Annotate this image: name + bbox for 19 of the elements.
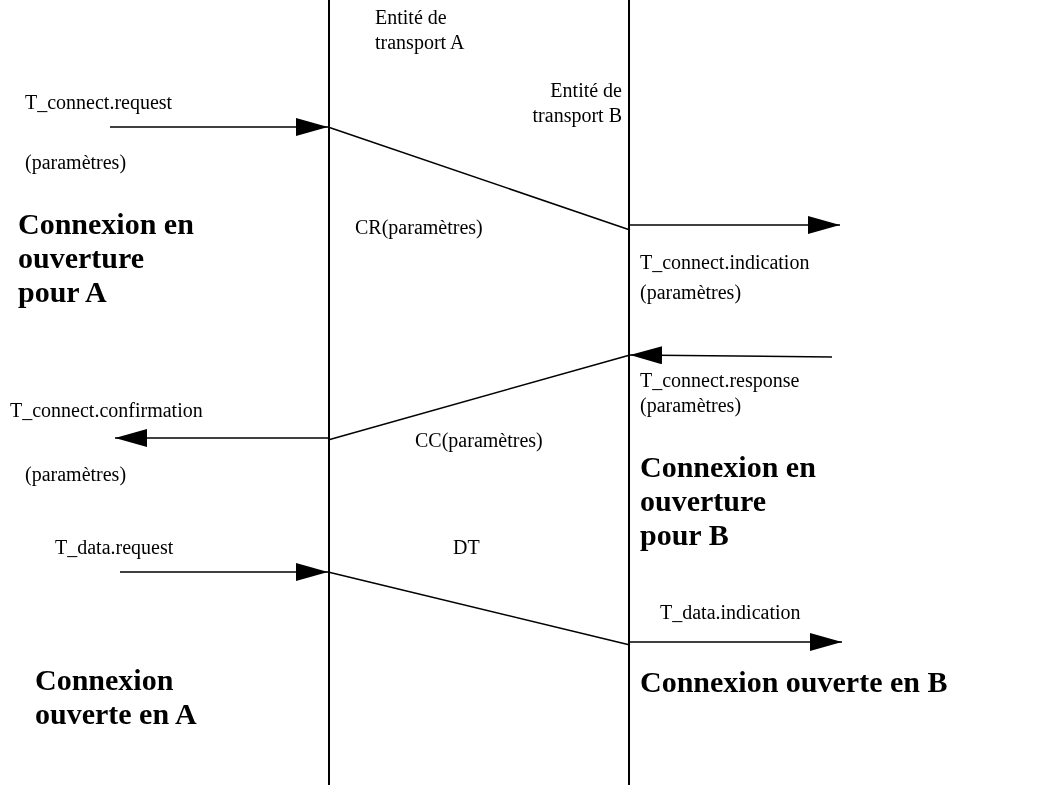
arrow [629,633,843,651]
parameter-label: (paramètres) [640,280,742,304]
arrow [109,118,329,136]
arrow [629,216,841,234]
message-line [327,126,631,231]
state-note: Connexion en ouverture pour B [640,450,817,552]
message-line [327,354,631,441]
state-note: Connexion ouverte en B [640,665,948,699]
parameter-label: (paramètres) [640,393,742,417]
parameter-label: (paramètres) [25,462,127,486]
lifeline-label: Entité de transport A [375,5,466,55]
lifeline-label: Entité de transport B [531,78,622,128]
parameter-label: (paramètres) [25,150,127,174]
state-note: Connexion en ouverture pour A [18,207,195,309]
state-note: Connexion ouverte en A [35,663,198,731]
arrow [114,429,329,447]
message-line [327,571,631,646]
arrow [629,346,833,365]
arrow [119,563,329,581]
